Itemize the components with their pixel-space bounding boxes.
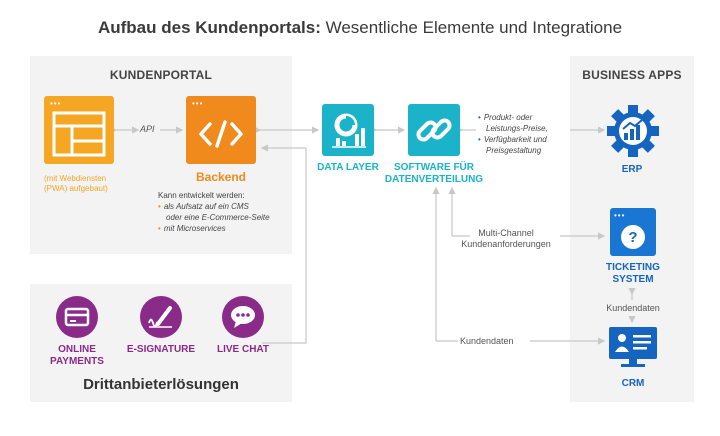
backend-label: Backend xyxy=(195,170,247,184)
e-signature-label: E-SIGNATURE xyxy=(126,344,196,355)
business-apps-heading: BUSINESS APPS xyxy=(582,68,682,82)
page-title-bold: Aufbau des Kundenportals: xyxy=(97,18,321,37)
chat-bubble-icon xyxy=(222,296,264,338)
ticketing-label: TICKETING SYSTEM xyxy=(596,262,670,286)
kundendaten-right-label: Kundendaten xyxy=(606,303,660,313)
bullet-1b: Leistungs-Preise, xyxy=(486,124,548,133)
frontend-note-line2: (PWA) aufgebaut) xyxy=(44,184,108,193)
crm-label: CRM xyxy=(621,378,645,389)
kundenportal-heading: KUNDENPORTAL xyxy=(109,68,213,82)
backend-option-1b: oder eine E-Commerce-Seite xyxy=(166,213,270,222)
bullet-1a: Produkt- oder xyxy=(483,113,533,122)
backend-code-icon: ••• xyxy=(186,96,256,164)
page-title: Aufbau des Kundenportals: Wesentliche El… xyxy=(0,18,720,38)
software-label: SOFTWARE FÜR DATENVERTEILUNG xyxy=(380,162,488,186)
backend-option-2: mit Microservices xyxy=(163,224,226,233)
bullet-2b: Preisgestaltung xyxy=(486,146,542,155)
multichannel-line1: Multi-Channel xyxy=(478,228,534,238)
svg-text:?: ? xyxy=(628,229,637,246)
page-title-rest: Wesentliche Elemente und Integratione xyxy=(320,18,623,37)
frontend-note-line1: (mit Webdiensten xyxy=(44,174,107,183)
backend-option-1a: als Aufsatz auf ein CMS xyxy=(163,202,249,211)
ticketing-help-icon: ••• ? xyxy=(610,208,656,256)
multichannel-line2: Kundenanforderungen xyxy=(461,239,551,249)
api-label: API xyxy=(140,124,155,134)
backend-intro: Kann entwickelt werden: xyxy=(158,191,245,200)
data-layer-label: DATA LAYER xyxy=(317,162,379,173)
erp-gear-icon xyxy=(606,104,660,158)
frontend-note: (mit Webdiensten (PWA) aufgebaut) xyxy=(44,174,124,194)
software-label-line2: DATENVERTEILUNG xyxy=(384,174,484,185)
online-payments-line2: PAYMENTS xyxy=(50,356,104,367)
crm-monitor-icon xyxy=(608,326,658,370)
bullet-2a: Verfügbarkeit und xyxy=(483,135,547,144)
kundendaten-left-label: Kundendaten xyxy=(460,336,514,346)
link-icon xyxy=(408,104,460,156)
live-chat-label: LIVE CHAT xyxy=(216,344,270,355)
online-payments-label: ONLINE PAYMENTS xyxy=(37,344,117,368)
data-layer-chart-icon xyxy=(322,104,374,156)
software-label-line1: SOFTWARE FÜR xyxy=(394,162,474,173)
erp-label: ERP xyxy=(621,164,643,175)
ticketing-line2: SYSTEM xyxy=(612,274,654,285)
online-payments-line1: ONLINE xyxy=(58,344,96,355)
backend-description: Kann entwickelt werden: •als Aufsatz auf… xyxy=(158,190,288,234)
drittanbieter-title: Drittanbieterlösungen xyxy=(83,376,239,393)
multichannel-label: Multi-Channel Kundenanforderungen xyxy=(450,228,562,250)
price-bullets: •Produkt- oder Leistungs-Preise, •Verfüg… xyxy=(478,113,548,155)
credit-card-icon xyxy=(56,296,98,338)
ticketing-line1: TICKETING xyxy=(606,262,660,273)
signature-pen-icon xyxy=(140,296,182,338)
frontend-window-icon: ••• xyxy=(44,96,114,164)
